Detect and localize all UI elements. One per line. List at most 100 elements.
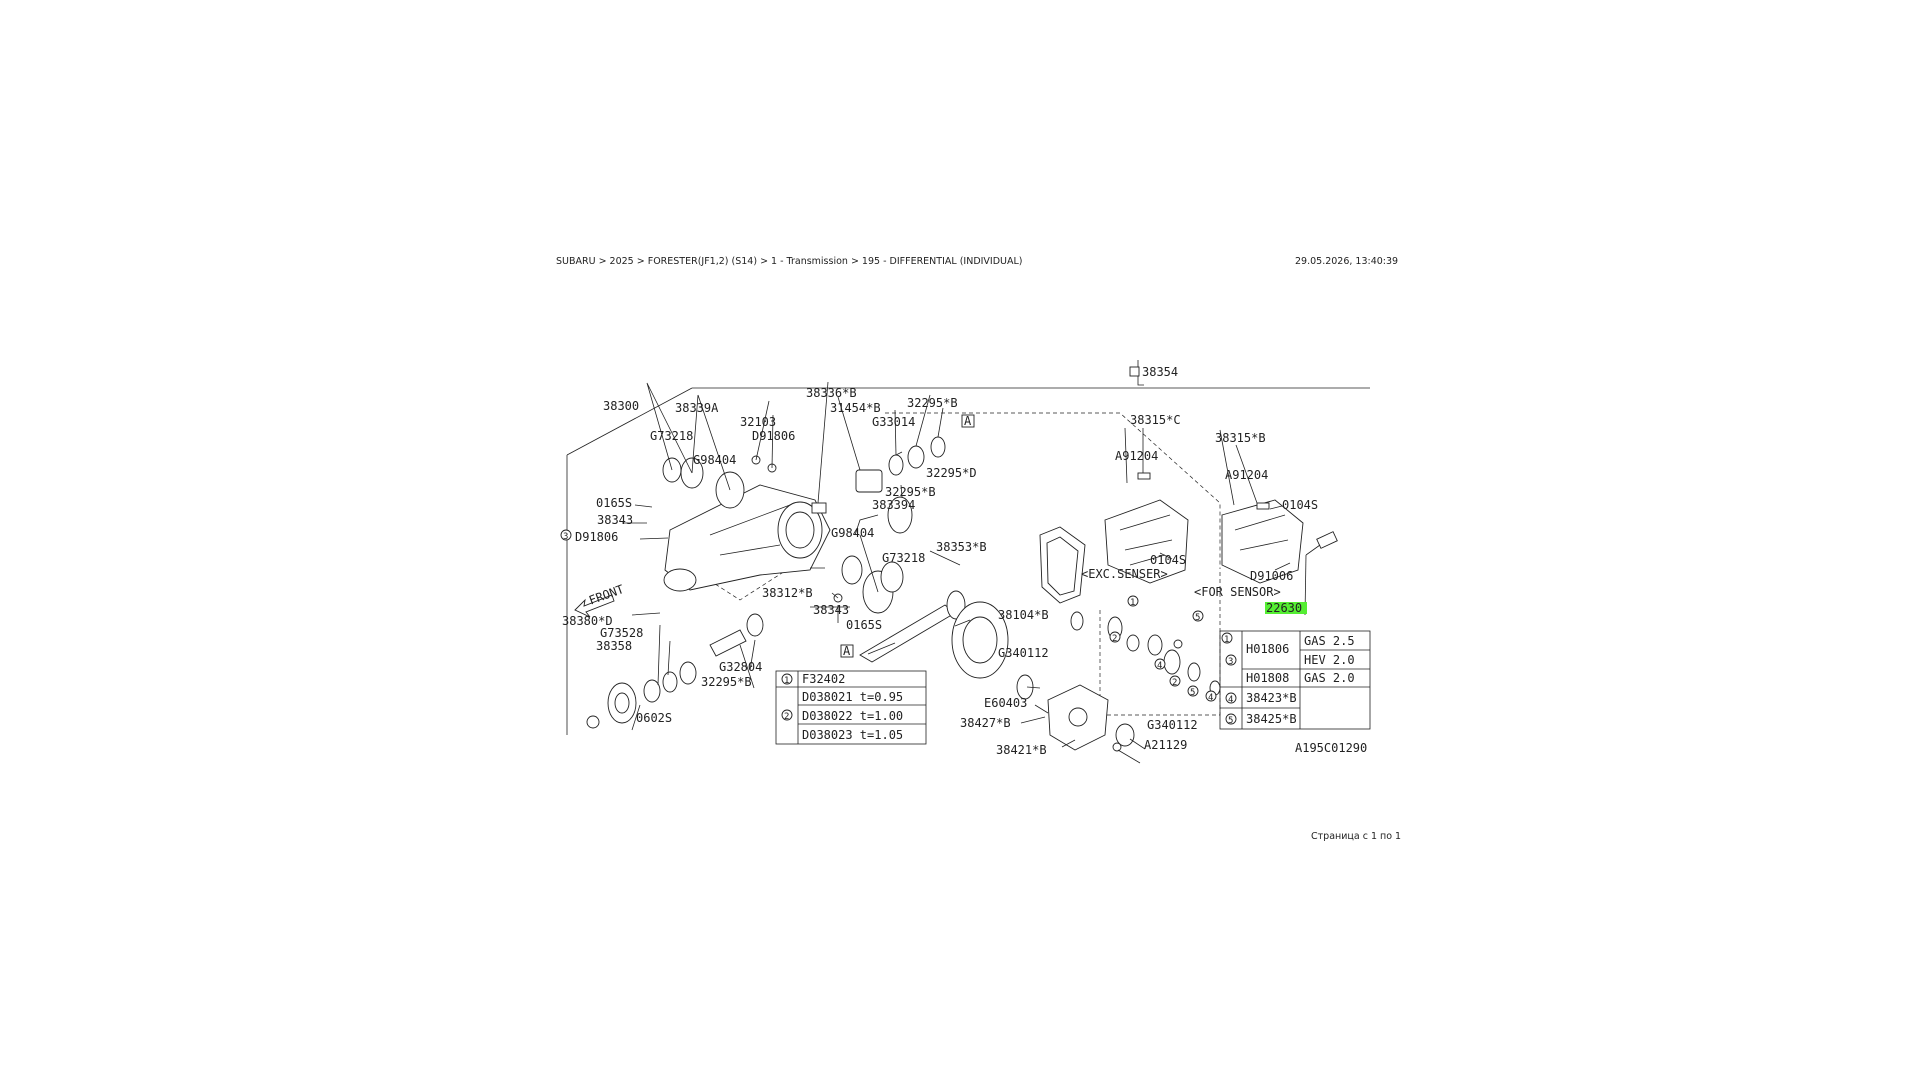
rear-cover-gasket bbox=[1039, 526, 1086, 604]
rear-cover-exc-sensor bbox=[1104, 472, 1189, 584]
gear-table-part-3: H01808 bbox=[1246, 671, 1289, 685]
svg-text:3: 3 bbox=[563, 532, 568, 542]
frame-top-diag bbox=[566, 387, 693, 456]
leader-lines bbox=[622, 360, 1307, 764]
shim-table-num-1: 1 bbox=[784, 676, 789, 686]
pinion-bearing-stack bbox=[811, 436, 946, 614]
label-g340112-b: G340112 bbox=[1147, 718, 1198, 732]
label-32295b-3: 32295*B bbox=[701, 675, 752, 689]
label-32295b-2: 32295*B bbox=[885, 485, 936, 499]
label-0104s-a: 0104S bbox=[1282, 498, 1318, 512]
axle-flange-group bbox=[586, 613, 764, 729]
label-0165s-b: 0165S bbox=[846, 618, 882, 632]
reference-marker-a-top: A bbox=[961, 414, 975, 428]
gear-table-part-1: H01806 bbox=[1246, 642, 1289, 656]
label-g340112-a: G340112 bbox=[998, 646, 1049, 660]
label-0104s-b: 0104S bbox=[1150, 553, 1186, 567]
front-arrow: FRONT bbox=[574, 582, 626, 618]
label-38353b: 38353*B bbox=[936, 540, 987, 554]
svg-text:4: 4 bbox=[1157, 661, 1162, 671]
label-a91204-b: A91204 bbox=[1225, 468, 1268, 482]
gear-table-num-4: 4 bbox=[1228, 695, 1233, 705]
label-e60403: E60403 bbox=[984, 696, 1027, 710]
breadcrumb: SUBARU > 2025 > FORESTER(JF1,2) (S14) > … bbox=[556, 256, 1023, 267]
svg-text:4: 4 bbox=[1208, 693, 1213, 703]
gear-table-part-4: 38423*B bbox=[1246, 691, 1297, 705]
label-32295b-1: 32295*B bbox=[907, 396, 958, 410]
label-38315b: 38315*B bbox=[1215, 431, 1266, 445]
cover-dashed-outline bbox=[885, 412, 1221, 568]
gear-kit-table: 3 4 5 H01806 GAS 2.5 HEV 2.0 H01808 GAS … bbox=[1219, 630, 1371, 730]
label-38343-a: 38343 bbox=[597, 513, 633, 527]
label-d91806-b: D91806 bbox=[575, 530, 618, 544]
label-38300: 38300 bbox=[603, 399, 639, 413]
label-a21129: A21129 bbox=[1144, 738, 1187, 752]
label-d91806-a: D91806 bbox=[752, 429, 795, 443]
label-38312b: 38312*B bbox=[762, 586, 813, 600]
label-31454b: 31454*B bbox=[830, 401, 881, 415]
label-d91006: D91006 bbox=[1250, 569, 1293, 583]
highlight-22630 bbox=[1265, 602, 1307, 614]
print-timestamp: 29.05.2026, 13:40:39 bbox=[1295, 256, 1399, 267]
vehicle-speed-sensor bbox=[1305, 531, 1338, 556]
gear-table-spec-3: GAS 2.0 bbox=[1304, 671, 1355, 685]
label-38427b: 38427*B bbox=[960, 716, 1011, 730]
gear-table-part-5: 38425*B bbox=[1246, 712, 1297, 726]
label-38343-b: 38343 bbox=[813, 603, 849, 617]
gear-table-spec-2: HEV 2.0 bbox=[1304, 653, 1355, 667]
gear-table-num-5: 5 bbox=[1228, 716, 1233, 726]
svg-text:5: 5 bbox=[1190, 688, 1195, 698]
marker-a-top-label: A bbox=[964, 414, 972, 428]
label-32295d: 32295*D bbox=[926, 466, 977, 480]
label-22630-highlighted[interactable]: 22630 bbox=[1266, 601, 1302, 615]
bolt-38354-icon bbox=[1129, 366, 1140, 377]
label-g98404-a: G98404 bbox=[693, 453, 736, 467]
shim-table-row-2: D038021 t=0.95 bbox=[802, 690, 903, 704]
side-and-pinion-gears bbox=[1070, 611, 1221, 696]
diagram-code: A195C01290 bbox=[1295, 741, 1367, 755]
differential-case bbox=[1016, 674, 1135, 752]
circled-index-markers: 1 2 4 5 2 1 4 5 3 bbox=[560, 529, 1233, 703]
label-383394: 383394 bbox=[872, 498, 915, 512]
label-g32804: G32804 bbox=[719, 660, 762, 674]
label-38336b: 38336*B bbox=[806, 386, 857, 400]
differential-housing bbox=[663, 484, 831, 592]
page-counter: Страница с 1 по 1 bbox=[1311, 831, 1402, 842]
differential-exploded-view: FRONT A A bbox=[560, 360, 1371, 764]
label-g73218-b: G73218 bbox=[882, 551, 925, 565]
marker-a-bottom-label: A bbox=[843, 644, 851, 658]
label-g98404-b: G98404 bbox=[831, 526, 874, 540]
label-38421b: 38421*B bbox=[996, 743, 1047, 757]
label-38315c: 38315*C bbox=[1130, 413, 1181, 427]
label-g73528: G73528 bbox=[600, 626, 643, 640]
label-0602s: 0602S bbox=[636, 711, 672, 725]
shim-table-row-3: D038022 t=1.00 bbox=[802, 709, 903, 723]
label-a91204-a: A91204 bbox=[1115, 449, 1158, 463]
label-exc-sensor: <EXC.SENSER> bbox=[1081, 567, 1168, 581]
label-38339a: 38339A bbox=[675, 401, 719, 415]
label-38380d: 38380*D bbox=[562, 614, 613, 628]
svg-text:2: 2 bbox=[1112, 634, 1117, 644]
label-38354: 38354 bbox=[1142, 365, 1178, 379]
svg-text:1: 1 bbox=[1224, 635, 1229, 645]
reference-marker-a-bottom: A bbox=[840, 644, 854, 658]
carrier-dashed-outline bbox=[1099, 568, 1221, 716]
label-0165s-a: 0165S bbox=[596, 496, 632, 510]
shim-table-row-4: D038023 t=1.05 bbox=[802, 728, 903, 742]
svg-text:5: 5 bbox=[1195, 613, 1200, 623]
parts-diagram: FRONT A A bbox=[560, 355, 1390, 767]
svg-text:1: 1 bbox=[1130, 598, 1135, 608]
shim-table-num-2: 2 bbox=[784, 712, 789, 722]
label-g73218-a: G73218 bbox=[650, 429, 693, 443]
label-38358: 38358 bbox=[596, 639, 632, 653]
gear-table-num-3: 3 bbox=[1228, 657, 1233, 667]
label-g33014: G33014 bbox=[872, 415, 915, 429]
label-38104b: 38104*B bbox=[998, 608, 1049, 622]
rear-cover-for-sensor bbox=[1221, 499, 1304, 584]
gear-table-spec-1: GAS 2.5 bbox=[1304, 634, 1355, 648]
svg-text:2: 2 bbox=[1172, 678, 1177, 688]
shim-table: 1 2 F32402 D038021 t=0.95 D038022 t=1.00… bbox=[775, 670, 927, 745]
shim-table-row-1: F32402 bbox=[802, 672, 845, 686]
label-32103: 32103 bbox=[740, 415, 776, 429]
label-for-sensor: <FOR SENSOR> bbox=[1194, 585, 1281, 599]
